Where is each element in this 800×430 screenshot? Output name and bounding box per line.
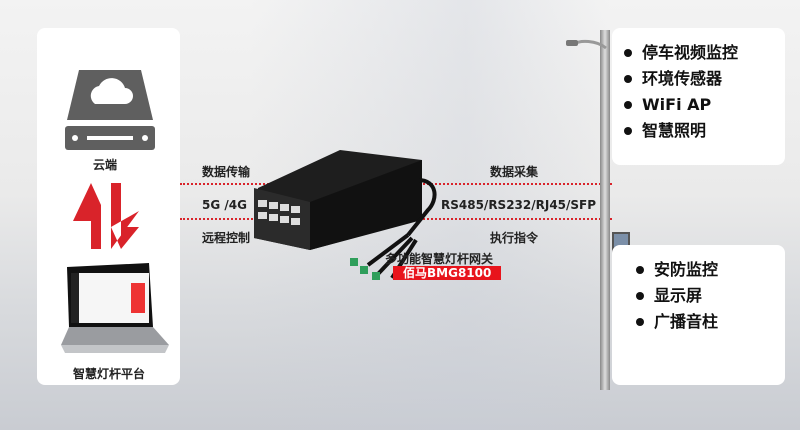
feature-item: 安防监控 <box>636 257 785 283</box>
bullet-icon <box>624 101 632 109</box>
laptop-icon <box>61 263 169 353</box>
feature-item: 智慧照明 <box>624 118 785 144</box>
left-panel: 云端 智慧灯杆平台 <box>37 28 180 385</box>
feature-label: 智慧照明 <box>642 121 707 140</box>
bullet-icon <box>636 266 644 274</box>
bullet-icon <box>624 75 632 83</box>
feature-item: 环境传感器 <box>624 66 785 92</box>
link-label: 5G /4G <box>202 198 247 212</box>
link-label: 数据采集 <box>490 165 539 179</box>
feature-item: 显示屏 <box>636 283 785 309</box>
device-model-badge: 佰马BMG8100 <box>393 266 502 280</box>
gateway-device-image <box>254 150 437 280</box>
link-label: 执行指令 <box>490 231 539 245</box>
top-features-panel: 停车视频监控 环境传感器 WiFi AP 智慧照明 <box>612 28 785 165</box>
cloud-server-icon <box>65 70 155 150</box>
feature-item: 停车视频监控 <box>624 40 785 66</box>
feature-label: WiFi AP <box>642 95 712 114</box>
street-lamp-icon <box>566 39 607 50</box>
link-label: RS485/RS232/RJ45/SFP <box>441 198 597 212</box>
feature-label: 停车视频监控 <box>642 43 739 62</box>
bullet-icon <box>624 127 632 135</box>
feature-label: 环境传感器 <box>642 69 723 88</box>
feature-label: 显示屏 <box>654 286 703 305</box>
platform-label: 智慧灯杆平台 <box>73 367 146 381</box>
bullet-icon <box>636 292 644 300</box>
link-label: 数据传输 <box>202 165 251 179</box>
cloud-label: 云端 <box>93 158 118 172</box>
bullet-icon <box>624 49 632 57</box>
device-name: 多功能智慧灯杆网关 <box>385 252 494 266</box>
bullet-icon <box>636 318 644 326</box>
feature-label: 安防监控 <box>654 260 719 279</box>
feature-label: 广播音柱 <box>654 312 719 331</box>
bottom-features-panel: 安防监控 显示屏 广播音柱 <box>612 245 785 385</box>
feature-item: WiFi AP <box>624 92 785 118</box>
link-label: 远程控制 <box>202 231 251 245</box>
feature-item: 广播音柱 <box>636 309 785 335</box>
bidirectional-arrows-icon <box>73 183 139 249</box>
pole-segment <box>600 165 610 245</box>
